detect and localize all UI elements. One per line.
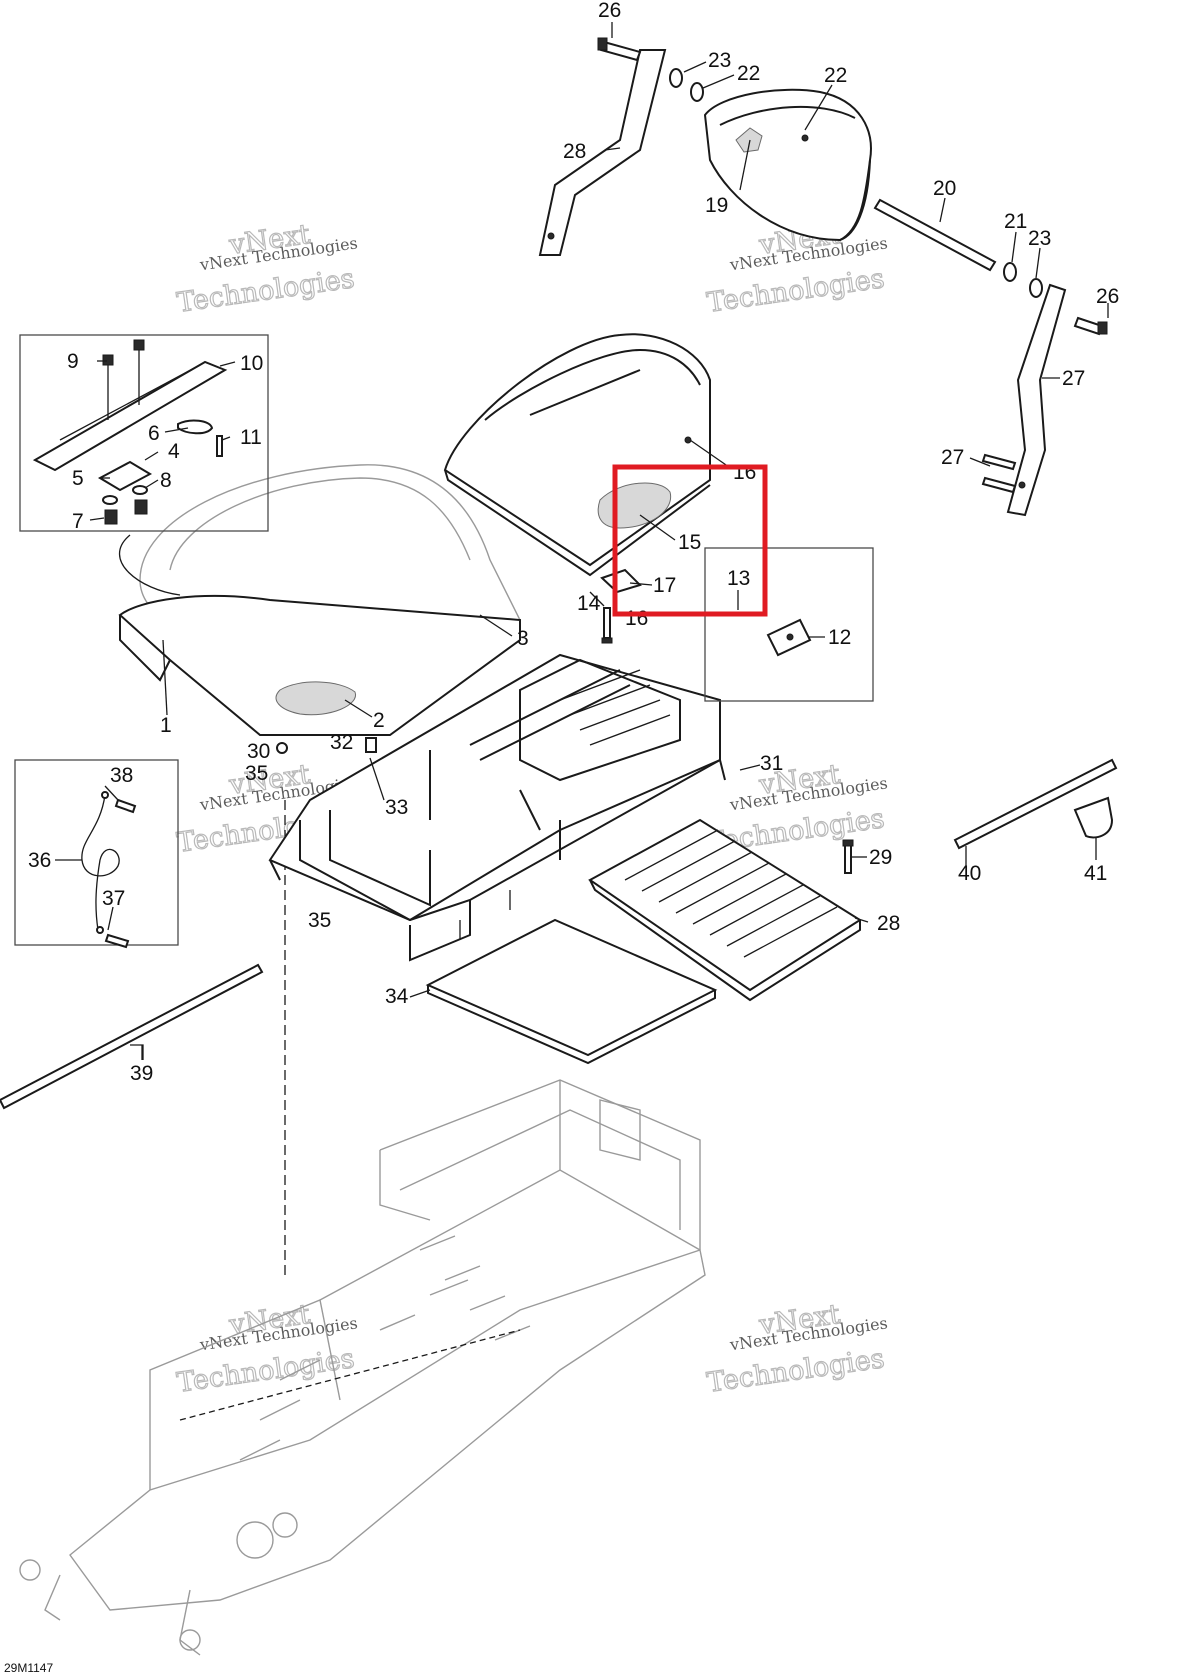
callout-1: 1: [160, 714, 172, 737]
inset-box-hinge: [704, 547, 874, 702]
washers-top: [669, 68, 1043, 298]
part-12-hinge: [766, 618, 812, 657]
callout-35-lower: 35: [308, 909, 331, 932]
callout-39: 39: [130, 1062, 153, 1085]
callout-9: 9: [67, 350, 79, 373]
callout-21: 20: [933, 177, 956, 200]
small-fasteners: [276, 737, 854, 874]
callout-16-lower: 16: [625, 607, 648, 630]
callout-36: 36: [28, 849, 51, 872]
part-24-bracket: [1006, 283, 1067, 517]
callout-5: 5: [72, 467, 84, 490]
callout-14: 14: [577, 592, 601, 615]
part-40-rail: [953, 758, 1118, 850]
callout-7: 7: [72, 510, 84, 533]
watermark-bottom-right: vNext vNext Technologies Technologies: [704, 1298, 888, 1399]
callout-35-upper: 35: [245, 762, 268, 785]
inset-box-tether: [14, 759, 179, 949]
part-25-bracket: [538, 49, 667, 256]
callout-29: 29: [869, 846, 892, 869]
callout-25: 28: [563, 140, 586, 163]
highlight-box: [612, 464, 768, 617]
callout-37: 37: [102, 887, 125, 910]
callout-10: 10: [240, 352, 263, 375]
part-39-strip: [0, 963, 264, 1110]
figure-reference-code: 29M1147: [4, 1661, 53, 1675]
callout-2: 2: [373, 709, 385, 732]
callout-40: 40: [958, 862, 981, 885]
callout-22-top: 22: [737, 62, 760, 85]
part-3-seat-cover: [118, 595, 521, 736]
callout-16: 16: [733, 461, 756, 484]
callout-11: 11: [240, 426, 262, 449]
callout-17: 17: [653, 574, 676, 597]
callout-27: 27: [941, 446, 964, 469]
callout-19: 19: [705, 194, 728, 217]
callout-4: 4: [168, 440, 180, 463]
callout-22-right: 21: [1004, 210, 1027, 233]
part-34-pad: [425, 918, 718, 1065]
callout-30: 30: [247, 740, 270, 763]
callout-3: 3: [517, 627, 529, 650]
part-16-rear-box: [443, 333, 711, 577]
callout-31: 31: [760, 752, 783, 775]
part-14-bolt: [601, 607, 613, 644]
watermark-top-left: vNext vNext Technologies Technologies: [174, 218, 358, 319]
callout-8: 8: [160, 469, 172, 492]
part-21-rod: [873, 198, 997, 272]
part-17-clip: [600, 568, 642, 594]
callout-26-top: 26: [598, 0, 621, 22]
callout-13: 13: [727, 567, 750, 590]
callout-33: 33: [385, 796, 408, 819]
part-20-backrest: [703, 88, 872, 242]
callout-6: 6: [148, 422, 160, 445]
seat-base-tunnel: [268, 653, 726, 962]
callout-34: 34: [385, 985, 409, 1008]
callout-23-top: 23: [708, 49, 731, 72]
inset-box-hardware: [19, 334, 269, 596]
leader-lines: [55, 22, 1109, 1060]
callout-24: 27: [1062, 367, 1085, 390]
callout-23-right: 23: [1028, 227, 1051, 250]
chassis-frame-ghost: [19, 1079, 706, 1656]
bolts-26-27: [597, 37, 1108, 494]
callout-41: 41: [1084, 862, 1107, 885]
watermark-bottom-left: vNext vNext Technologies Technologies: [174, 1298, 358, 1399]
callout-38: 38: [110, 764, 133, 787]
callout-15: 15: [678, 531, 701, 554]
callout-20: 22: [824, 64, 847, 87]
callout-26-right: 26: [1096, 285, 1119, 308]
callout-12: 12: [828, 626, 851, 649]
callout-28: 28: [877, 912, 900, 935]
callout-32: 32: [330, 731, 353, 754]
part-41-cap: [1073, 796, 1114, 839]
